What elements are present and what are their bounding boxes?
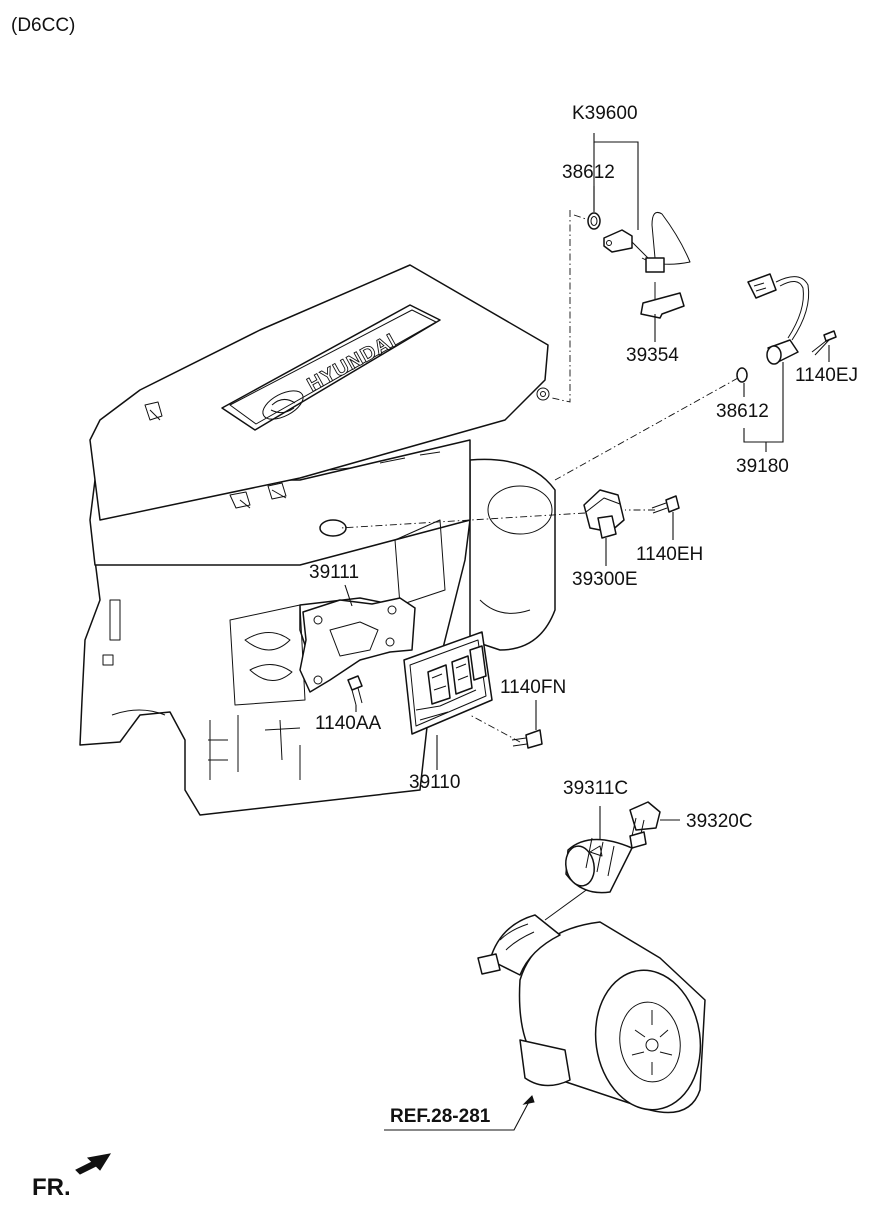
callout-39110[interactable]: 39110 bbox=[409, 772, 461, 793]
sensor-39300e bbox=[583, 489, 680, 539]
callout-39320c[interactable]: 39320C bbox=[686, 811, 753, 832]
front-arrow-icon bbox=[75, 1153, 112, 1175]
crank-sensor-assembly bbox=[736, 273, 837, 383]
callout-39180[interactable]: 39180 bbox=[736, 456, 789, 477]
front-direction-label: FR. bbox=[32, 1174, 71, 1201]
callout-1140eh[interactable]: 1140EH bbox=[636, 544, 704, 565]
callout-38612-top[interactable]: 38612 bbox=[562, 162, 615, 183]
leader-lines bbox=[344, 133, 830, 1131]
callout-1140aa[interactable]: 1140AA bbox=[315, 713, 382, 734]
callout-1140fn[interactable]: 1140FN bbox=[500, 677, 567, 698]
callout-39300e[interactable]: 39300E bbox=[572, 569, 638, 590]
air-cleaner bbox=[477, 801, 706, 1114]
callout-39311c[interactable]: 39311C bbox=[563, 778, 629, 799]
callout-39111[interactable]: 39111 bbox=[309, 562, 360, 583]
ecu-39110 bbox=[403, 631, 543, 749]
callout-39354[interactable]: 39354 bbox=[626, 345, 679, 366]
assembly-lines bbox=[339, 210, 739, 743]
engine-block: HYUNDAI bbox=[79, 264, 556, 816]
callout-k39600[interactable]: K39600 bbox=[572, 103, 638, 124]
reference-label[interactable]: REF.28-281 bbox=[390, 1106, 491, 1127]
cam-sensor-assembly bbox=[587, 211, 691, 319]
engine-code-label: (D6CC) bbox=[11, 15, 76, 36]
gasket-39111 bbox=[299, 597, 416, 706]
callout-38612-mid[interactable]: 38612 bbox=[716, 401, 769, 422]
callout-1140ej[interactable]: 1140EJ bbox=[795, 365, 859, 386]
